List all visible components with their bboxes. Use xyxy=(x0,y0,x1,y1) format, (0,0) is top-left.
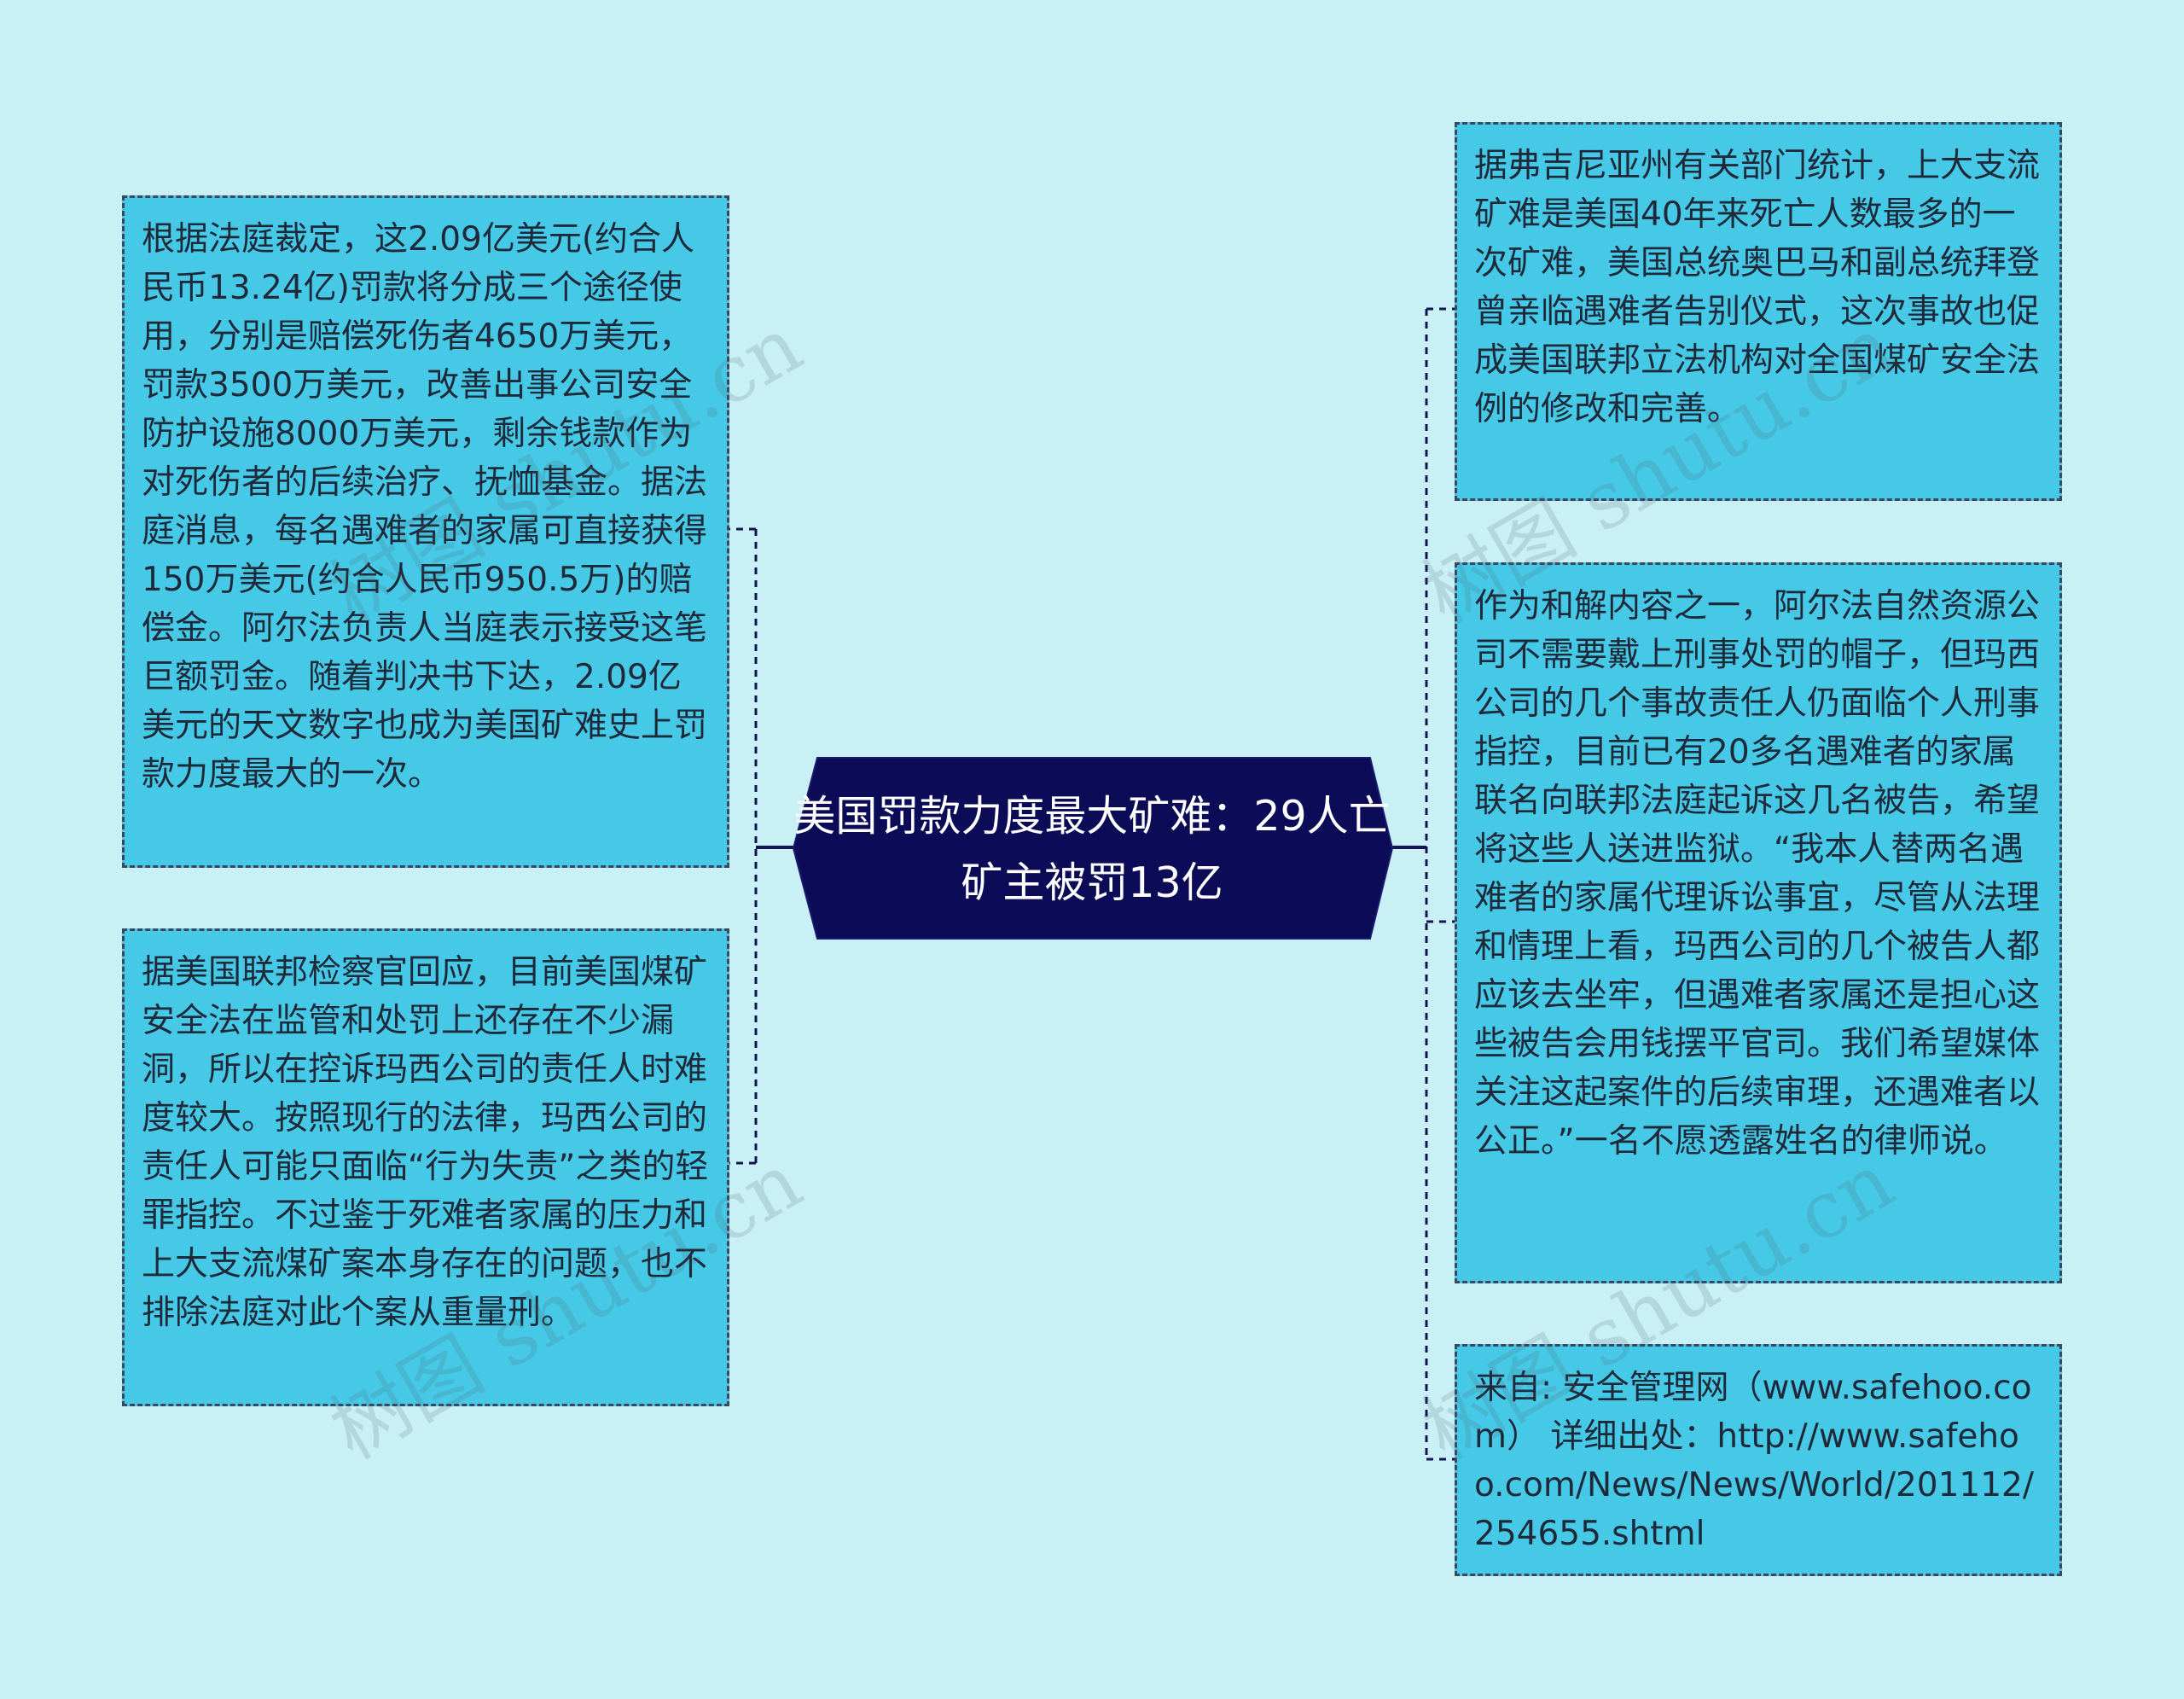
central-topic[interactable]: 美国罚款力度最大矿难：29人亡矿主被罚13亿 xyxy=(793,792,1391,907)
left-node-2[interactable]: 据美国联邦检察官回应，目前美国煤矿安全法在监管和处罚上还存在不少漏洞，所以在控诉… xyxy=(122,928,729,1406)
right-node-2[interactable]: 作为和解内容之一，阿尔法自然资源公司不需要戴上刑事处罚的帽子，但玛西公司的几个事… xyxy=(1455,562,2062,1283)
left-node-1[interactable]: 根据法庭裁定，这2.09亿美元(约合人民币13.24亿)罚款将分成三个途径使用，… xyxy=(122,195,729,868)
right-node-3[interactable]: 来自: 安全管理网（www.safehoo.com） 详细出处：http://w… xyxy=(1455,1344,2062,1576)
right-node-1[interactable]: 据弗吉尼亚州有关部门统计，上大支流矿难是美国40年来死亡人数最多的一次矿难，美国… xyxy=(1455,122,2062,501)
